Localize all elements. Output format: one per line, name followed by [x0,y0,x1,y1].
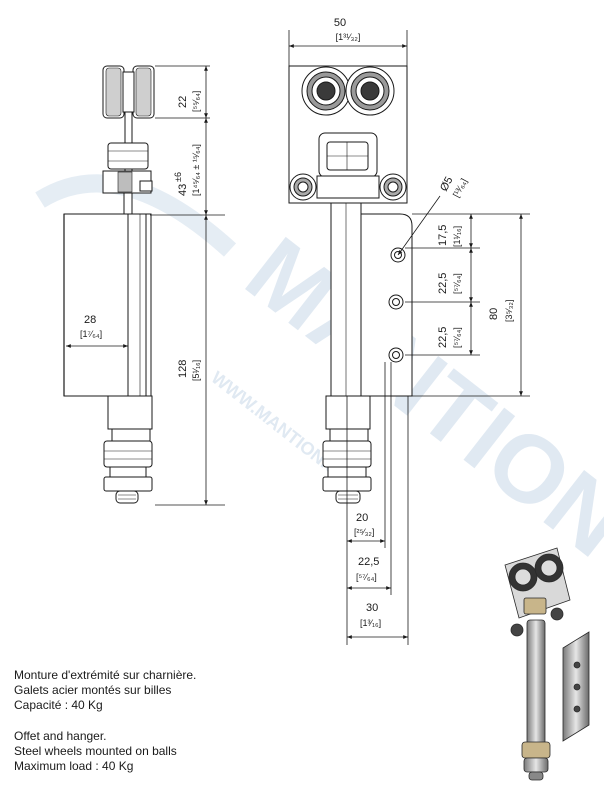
dim-30-inch: [1³⁄₁₆] [360,618,381,628]
dim-spacing-2-inch: [⁵⁷⁄₆₄] [452,273,462,294]
render-bolt [523,597,547,615]
caption-en-line-3: Maximum load : 40 Kg [14,759,134,773]
dim-wheel-to-plate-inch: [1⁴⁵⁄₆₄ ± ¹⁵⁄₆₄] [191,144,201,196]
dim-30-mm: 30 [366,602,378,614]
dim-wheel-height-inch: [⁵⁵⁄₆₄] [191,91,201,112]
caption-en-line-1: Offet and hanger. [14,729,107,743]
caption-french: Monture d'extrémité sur charnière. Galet… [14,668,196,713]
side-view-dim-labels: 22 [⁵⁵⁄₆₄] 43 ±6 [1⁴⁵⁄₆₄ ± ¹⁵⁄₆₄] 128 [5… [80,91,201,381]
dim-width-top-inch: [1³¹⁄₃₂] [336,32,361,42]
front-view [288,65,413,504]
dim-spacing-1-mm: 17,5 [437,225,449,246]
render-hinge-tube [526,619,546,746]
caption-fr-line-3: Capacité : 40 Kg [14,698,103,712]
dim-plate-height-mm: 80 [488,308,500,320]
side-view-dimensions [66,65,225,506]
front-view-dimensions [288,30,530,645]
dim-20-inch: [²⁵⁄₃₂] [354,527,374,537]
side-nut [107,142,149,170]
dim-offset-width-inch: [1⁷⁄₆₄] [80,329,102,339]
caption-fr-line-1: Monture d'extrémité sur charnière. [14,668,197,682]
dim-offset-width-mm: 28 [84,314,96,326]
render-lower-nut [521,741,551,759]
dim-wheel-to-plate-mm: 43 [177,184,189,196]
dim-22-5-inch: [⁵⁷⁄₆₄] [356,572,377,582]
dim-width-top-mm: 50 [334,17,346,29]
dim-20-mm: 20 [356,512,368,524]
caption-fr-line-2: Galets acier montés sur billes [14,683,172,697]
side-hinge [127,213,147,397]
dim-wheel-height-mm: 22 [177,96,189,108]
watermark-brand: MANTION [227,217,604,577]
dim-total-height-inch: [5¹⁄₁₆] [191,360,201,381]
dim-total-height-mm: 128 [177,360,189,378]
dim-spacing-3-inch: [⁵⁷⁄₆₄] [452,327,462,348]
dim-spacing-3-mm: 22,5 [437,327,449,348]
front-lower-body [325,395,371,430]
side-view [63,65,155,504]
dim-plate-height-inch: [3⁵⁄₃₂] [504,300,514,322]
caption-english: Offet and hanger. Steel wheels mounted o… [14,729,177,774]
dim-spacing-2-mm: 22,5 [437,273,449,294]
product-render [504,547,590,781]
dim-spacing-1-inch: [1¹⁄₁₆] [452,226,462,247]
side-lower-body [107,395,153,430]
dim-wheel-to-plate-tol: ±6 [173,172,183,182]
caption-en-line-2: Steel wheels mounted on balls [14,744,177,758]
side-lower-nut [103,440,153,468]
dim-22-5-mm: 22,5 [358,556,379,568]
